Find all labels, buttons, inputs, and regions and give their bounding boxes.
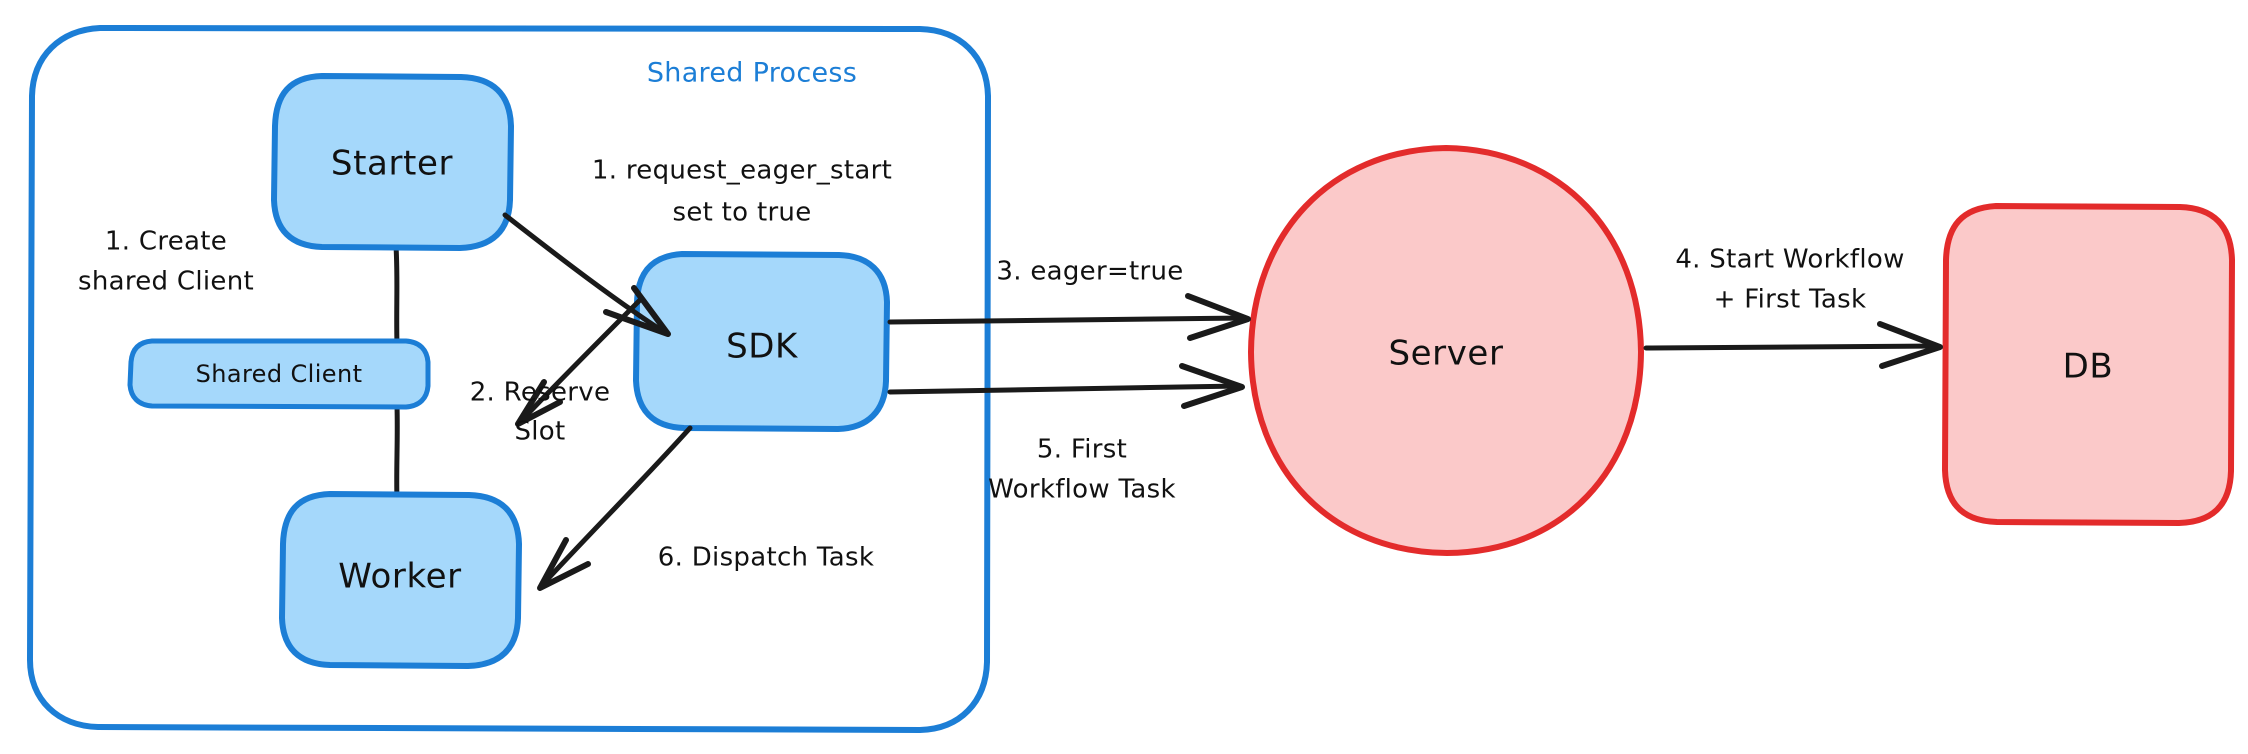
label-first-workflow-task: 5. First Workflow Task [988,435,1176,505]
label-start-workflow-first-task-line-2: + First Task [1714,285,1867,315]
label-reserve-slot-line-1: 2. Reserve [470,378,611,408]
node-shared-client[interactable]: Shared Client [127,338,431,410]
label-request-eager-start: 1. request_eager_start set to true [592,156,892,228]
label-request-eager-start-line-1: 1. request_eager_start [592,156,892,186]
node-server[interactable]: Server [1248,145,1644,556]
starter-shape-outline [271,73,514,251]
label-reserve-slot: 2. Reserve Slot [470,378,611,447]
shared-client-label: Shared Client [196,360,363,388]
edge-start-workflow-first-task [1643,321,1943,369]
edge-eager-true [887,293,1251,341]
db-shape-outline [1942,203,2235,526]
shared-client-shape-fill [130,341,428,407]
edge-request-eager-start-arrowhead [603,285,671,337]
connector-starter-shared-client [393,243,400,347]
db-shape-fill [1945,206,2232,523]
connector-shared-client-worker [394,403,400,503]
label-start-workflow-first-task: 4. Start Workflow + First Task [1675,245,1904,315]
label-create-shared-client-line-1: 1. Create [105,227,227,257]
sdk-shape-fill [636,254,887,429]
label-start-workflow-first-task-line-1: 4. Start Workflow [1675,245,1904,275]
server-shape-outline [1248,145,1644,556]
edge-request-eager-start [502,212,671,337]
edge-dispatch-task-arrowhead [537,537,591,591]
label-request-eager-start-line-2: set to true [672,198,811,228]
edge-reserve-slot [515,297,643,427]
label-first-workflow-task-line-1: 5. First [1037,435,1127,465]
edge-first-workflow-task [887,363,1245,409]
label-create-shared-client: 1. Create shared Client [78,227,254,297]
server-label: Server [1388,334,1503,374]
node-starter[interactable]: Starter [271,73,514,251]
edge-eager-true-arrowhead [1185,293,1251,341]
starter-label: Starter [331,144,453,184]
label-first-workflow-task-line-2: Workflow Task [988,475,1176,505]
worker-shape-outline [279,491,522,669]
node-worker[interactable]: Worker [279,491,522,669]
worker-shape-fill [282,494,519,666]
edge-reserve-slot-arrowhead [515,379,563,427]
server-shape-fill [1251,148,1641,553]
worker-label: Worker [338,557,461,597]
edge-start-workflow-first-task-line [1643,343,1941,351]
label-dispatch-task: 6. Dispatch Task [658,543,874,573]
node-db[interactable]: DB [1942,203,2235,526]
edge-dispatch-task [537,425,693,591]
sdk-shape-outline [633,251,890,432]
edge-first-workflow-task-line [887,383,1243,395]
label-eager-true-line-1: 3. eager=true [996,257,1183,287]
label-eager-true: 3. eager=true [996,257,1183,287]
shared-client-shape-outline [127,338,431,410]
edge-first-workflow-task-arrowhead [1179,363,1245,409]
label-dispatch-task-line-1: 6. Dispatch Task [658,543,874,573]
edge-reserve-slot-line [519,297,643,423]
db-label: DB [2063,347,2114,387]
label-create-shared-client-line-2: shared Client [78,267,254,297]
edge-eager-true-line [887,315,1249,325]
label-reserve-slot-line-2: Slot [514,417,565,447]
edge-start-workflow-first-task-arrowhead [1877,321,1943,369]
starter-shape-fill [274,76,511,248]
edge-request-eager-start-line [502,212,667,335]
shared-process-title: Shared Process [647,58,857,89]
node-sdk[interactable]: SDK [633,251,890,432]
shared-process-container[interactable]: Shared Process [27,25,991,733]
shared-process-border [27,25,991,733]
sdk-label: SDK [726,327,799,367]
edge-dispatch-task-line [542,425,693,585]
